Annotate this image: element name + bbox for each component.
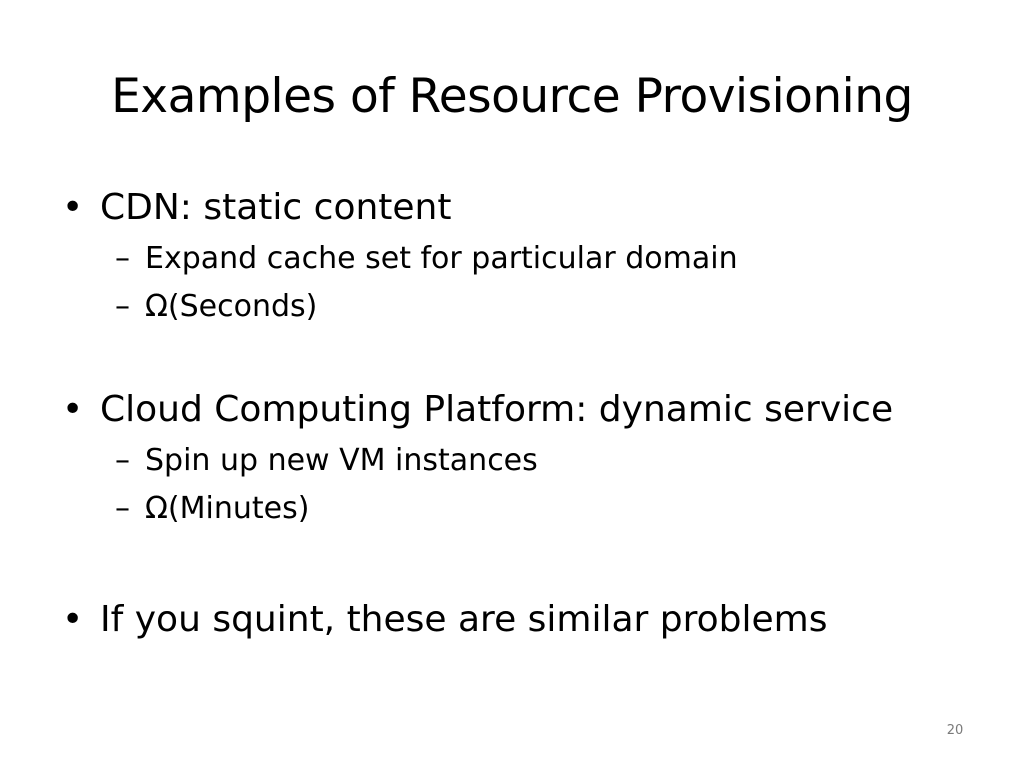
sub-bullet-marker: – xyxy=(115,491,130,526)
page-number: 20 xyxy=(946,723,964,738)
sub-bullet-minutes-text: Ω(Minutes) xyxy=(145,491,310,526)
sub-bullet-marker: – xyxy=(115,289,130,324)
sub-bullet-marker: – xyxy=(115,443,130,478)
bullet-cloud-text: Cloud Computing Platform: dynamic servic… xyxy=(100,389,894,430)
sub-bullet-vm-text: Spin up new VM instances xyxy=(145,443,538,478)
bullet-marker: • xyxy=(62,187,84,228)
sub-bullet-seconds-text: Ω(Seconds) xyxy=(145,289,318,324)
bullet-squint-text: If you squint, these are similar problem… xyxy=(100,599,828,640)
bullet-cdn-text: CDN: static content xyxy=(100,187,452,228)
sub-bullet-cache-text: Expand cache set for particular domain xyxy=(145,241,738,276)
bullet-marker: • xyxy=(62,389,84,430)
bullet-marker: • xyxy=(62,599,84,640)
slide-title: Examples of Resource Provisioning xyxy=(111,69,913,124)
sub-bullet-marker: – xyxy=(115,241,130,276)
